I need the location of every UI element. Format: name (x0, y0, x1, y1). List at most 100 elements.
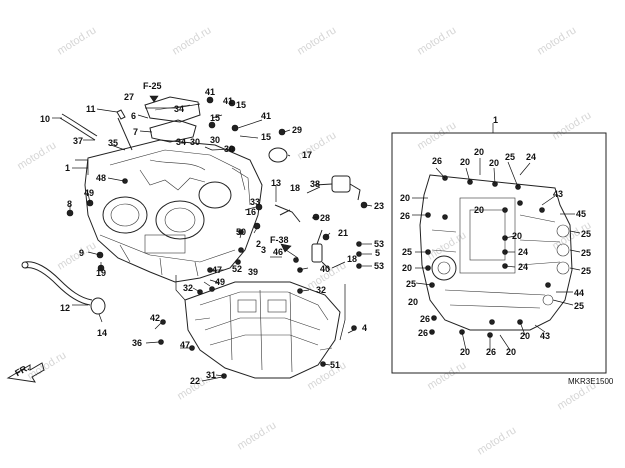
part-callout-34[interactable]: 34 (176, 137, 186, 147)
part-callout-24[interactable]: 24 (518, 247, 528, 257)
part-callout-17[interactable]: 17 (302, 150, 312, 160)
part-callout-32[interactable]: 32 (316, 285, 326, 295)
part-callout-15[interactable]: 15 (261, 132, 271, 142)
part-callout-33[interactable]: 33 (250, 197, 260, 207)
part-callout-6[interactable]: 6 (131, 111, 136, 121)
part-callout-35[interactable]: 35 (108, 138, 118, 148)
part-callout-22[interactable]: 22 (190, 376, 200, 386)
part-callout-1[interactable]: 1 (493, 115, 498, 125)
part-callout-25[interactable]: 25 (406, 279, 416, 289)
part-callout-14[interactable]: 14 (97, 328, 107, 338)
part-callout-26[interactable]: 26 (486, 347, 496, 357)
part-callout-12[interactable]: 12 (60, 303, 70, 313)
part-callout-41[interactable]: 41 (205, 87, 215, 97)
part-callout-25[interactable]: 25 (505, 152, 515, 162)
part-callout-25[interactable]: 25 (574, 301, 584, 311)
part-callout-30[interactable]: 30 (224, 144, 234, 154)
part-callout-50[interactable]: 50 (236, 227, 246, 237)
part-callout-52[interactable]: 52 (232, 264, 242, 274)
part-callout-26[interactable]: 26 (400, 211, 410, 221)
part-callout-30[interactable]: 30 (210, 135, 220, 145)
part-callout-40[interactable]: 40 (320, 264, 330, 274)
part-callout-25[interactable]: 25 (402, 247, 412, 257)
part-callout-37[interactable]: 37 (73, 136, 83, 146)
part-callout-20[interactable]: 20 (460, 157, 470, 167)
dipstick-drawing (116, 109, 133, 151)
part-callout-10[interactable]: 10 (40, 114, 50, 124)
part-callout-45[interactable]: 45 (576, 209, 586, 219)
part-callout-9[interactable]: 9 (79, 248, 84, 258)
part-callout-36[interactable]: 36 (132, 338, 142, 348)
part-callout-20[interactable]: 20 (489, 158, 499, 168)
reference-label-f25[interactable]: F-25 (143, 81, 162, 91)
part-callout-30[interactable]: 30 (190, 137, 200, 147)
part-callout-28[interactable]: 28 (320, 213, 330, 223)
part-callout-21[interactable]: 21 (338, 228, 348, 238)
part-callout-32[interactable]: 32 (183, 283, 193, 293)
part-callout-1[interactable]: 1 (65, 163, 70, 173)
part-callout-25[interactable]: 25 (581, 266, 591, 276)
part-callout-24[interactable]: 24 (518, 262, 528, 272)
part-callout-49[interactable]: 49 (84, 188, 94, 198)
part-callout-20[interactable]: 20 (460, 347, 470, 357)
part-callout-20[interactable]: 20 (512, 231, 522, 241)
part-callout-38[interactable]: 38 (310, 179, 320, 189)
part-callout-26[interactable]: 26 (432, 156, 442, 166)
part-callout-48[interactable]: 48 (96, 173, 106, 183)
part-callout-43[interactable]: 43 (540, 331, 550, 341)
part-callout-29[interactable]: 29 (292, 125, 302, 135)
part-callout-44[interactable]: 44 (574, 288, 584, 298)
part-callout-49[interactable]: 49 (215, 277, 225, 287)
part-callout-20[interactable]: 20 (520, 331, 530, 341)
part-callout-42[interactable]: 42 (150, 313, 160, 323)
part-callout-20[interactable]: 20 (474, 205, 484, 215)
oil-pipe-drawing (21, 261, 106, 315)
part-callout-20[interactable]: 20 (402, 263, 412, 273)
part-callout-41[interactable]: 41 (223, 96, 233, 106)
watermark-text: motod.ru (55, 239, 98, 272)
watermark-text: motod.ru (550, 109, 593, 142)
part-callout-20[interactable]: 20 (506, 347, 516, 357)
part-callout-20[interactable]: 20 (408, 297, 418, 307)
part-callout-20[interactable]: 20 (474, 147, 484, 157)
part-callout-41[interactable]: 41 (261, 111, 271, 121)
part-callout-53[interactable]: 53 (374, 261, 384, 271)
part-callout-24[interactable]: 24 (526, 152, 536, 162)
part-callout-53[interactable]: 53 (374, 239, 384, 249)
part-callout-31[interactable]: 31 (206, 370, 216, 380)
part-callout-13[interactable]: 13 (271, 178, 281, 188)
part-callout-2[interactable]: 2 (256, 239, 261, 249)
part-callout-43[interactable]: 43 (553, 189, 563, 199)
part-callout-25[interactable]: 25 (581, 248, 591, 258)
part-callout-34[interactable]: 34 (174, 104, 184, 114)
part-callout-15[interactable]: 15 (210, 113, 220, 123)
part-callout-5[interactable]: 5 (375, 248, 380, 258)
reference-label-f38[interactable]: F-38 (270, 235, 289, 245)
part-callout-19[interactable]: 19 (96, 268, 106, 278)
part-callout-23[interactable]: 23 (374, 201, 384, 211)
breather-tube-drawing (59, 113, 98, 141)
watermark-text: motod.ru (15, 139, 58, 172)
part-callout-39[interactable]: 39 (248, 267, 258, 277)
part-callout-4[interactable]: 4 (362, 323, 367, 333)
part-callout-18[interactable]: 18 (347, 254, 357, 264)
part-callout-25[interactable]: 25 (581, 229, 591, 239)
part-callout-16[interactable]: 16 (246, 207, 256, 217)
part-callout-7[interactable]: 7 (133, 127, 138, 137)
part-callout-47[interactable]: 47 (212, 265, 222, 275)
part-callout-46[interactable]: 46 (273, 247, 283, 257)
part-callout-18[interactable]: 18 (290, 183, 300, 193)
part-callout-15[interactable]: 15 (236, 100, 246, 110)
part-callout-26[interactable]: 26 (420, 314, 430, 324)
part-callout-27[interactable]: 27 (124, 92, 134, 102)
part-callout-8[interactable]: 8 (67, 199, 72, 209)
part-callout-11[interactable]: 11 (86, 104, 96, 114)
part-callout-20[interactable]: 20 (400, 193, 410, 203)
watermark-text: motod.ru (415, 24, 458, 57)
part-callout-51[interactable]: 51 (330, 360, 340, 370)
part-callout-26[interactable]: 26 (418, 328, 428, 338)
upper-crankcase-drawing (84, 139, 263, 283)
part-callout-3[interactable]: 3 (261, 245, 266, 255)
part-callout-47[interactable]: 47 (180, 340, 190, 350)
